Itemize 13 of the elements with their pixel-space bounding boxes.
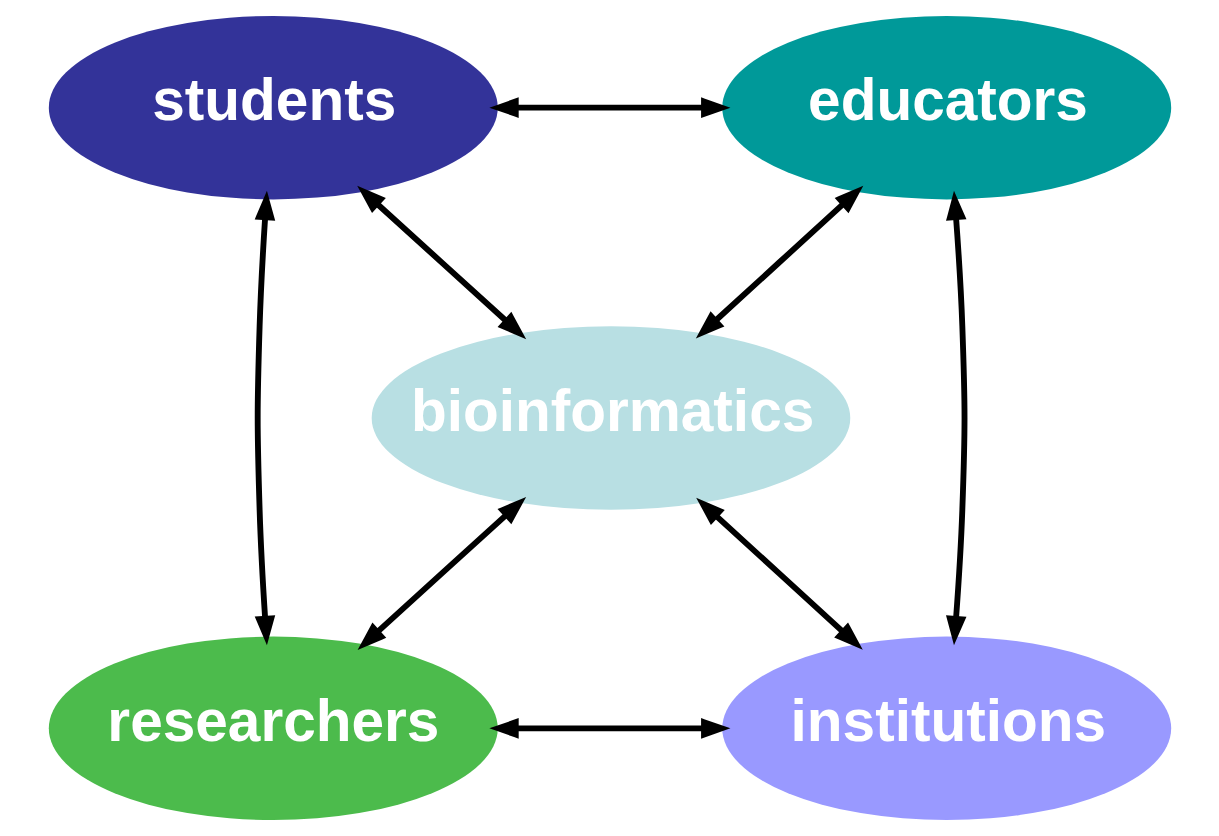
node-ellipse: students xyxy=(48,15,498,200)
node-ellipse: institutions xyxy=(721,636,1171,821)
node-ellipse: researchers xyxy=(48,636,498,821)
arrow xyxy=(695,497,863,650)
arrow xyxy=(488,718,730,739)
node-ellipse: bioinformatics xyxy=(371,326,850,510)
arrow xyxy=(357,496,526,650)
arrow xyxy=(254,190,275,646)
arrow xyxy=(356,185,526,340)
node-ellipse: educators xyxy=(721,15,1171,200)
arrow xyxy=(488,97,730,118)
arrow xyxy=(695,185,863,339)
arrow xyxy=(945,190,967,646)
